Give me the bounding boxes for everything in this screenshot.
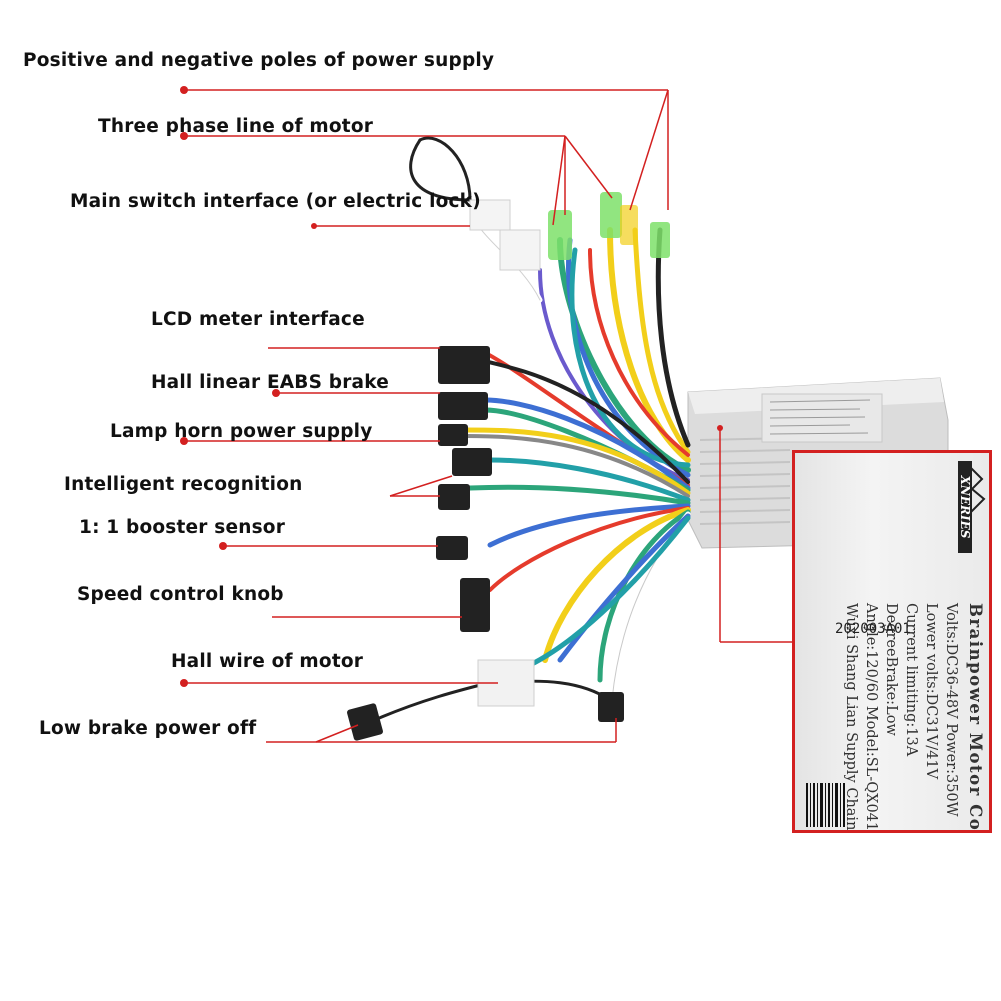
label-lamp-horn: Lamp horn power supply: [110, 421, 373, 442]
brand-logo-text: XNERIES: [958, 475, 972, 539]
label-main-switch: Main switch interface (or electric lock): [70, 191, 481, 212]
connectors: [347, 192, 670, 741]
nameplate-zoom: XNERIES Brainpower Motor Controller Volt…: [792, 450, 992, 833]
label-eabs-brake: Hall linear EABS brake: [151, 372, 389, 393]
callout-dots: [180, 86, 723, 687]
brand-logo: XNERIES: [958, 461, 986, 553]
wire-harness: [368, 136, 691, 724]
label-speed-knob: Speed control knob: [77, 584, 284, 605]
label-hall-wire: Hall wire of motor: [171, 651, 364, 672]
label-booster-sensor: 1: 1 booster sensor: [79, 517, 286, 538]
barcode: [806, 783, 845, 827]
label-power-supply: Positive and negative poles of power sup…: [23, 50, 495, 71]
callout-lines: [184, 89, 792, 743]
nameplate-content: XNERIES Brainpower Motor Controller Volt…: [795, 453, 989, 830]
label-three-phase-line: Three phase line of motor: [98, 116, 374, 137]
label-intelligent-recognition: Intelligent recognition: [64, 474, 303, 495]
label-lcd-meter: LCD meter interface: [151, 309, 365, 330]
label-low-brake: Low brake power off: [39, 718, 257, 739]
